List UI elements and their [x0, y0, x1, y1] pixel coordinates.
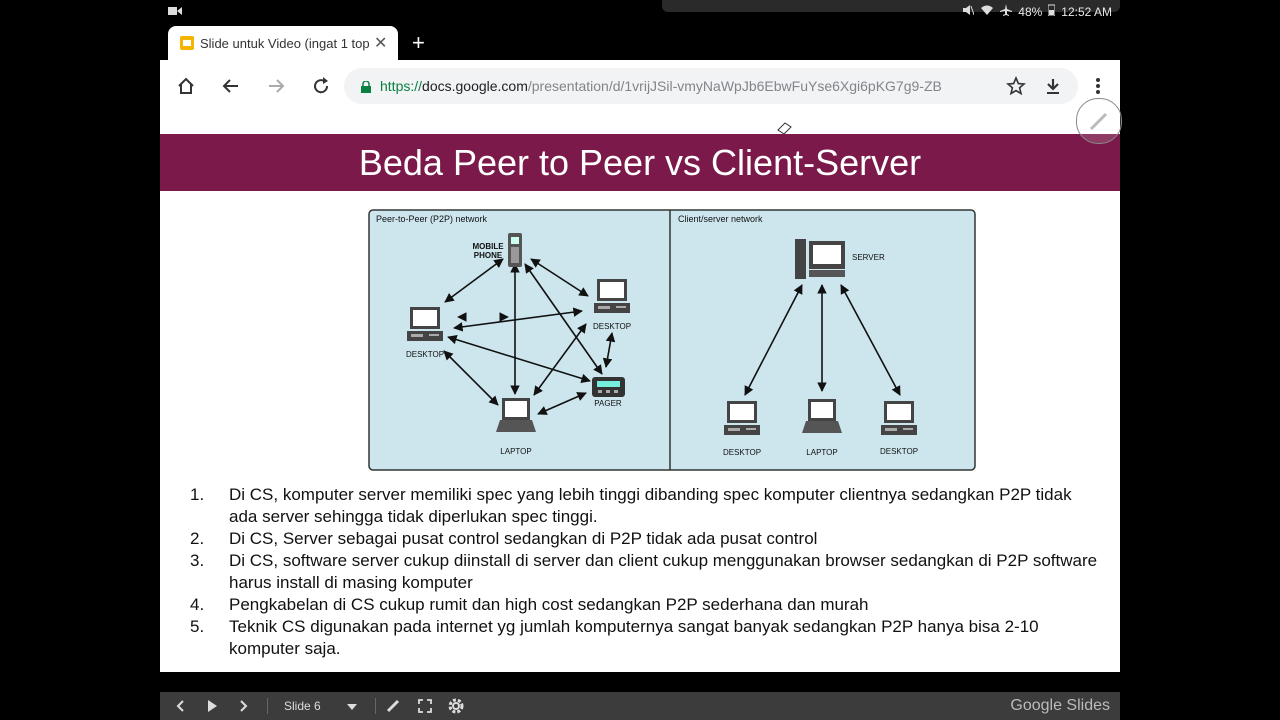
list-text: Di CS, Server sebagai pusat control seda… — [229, 529, 818, 548]
cs-desktop-right-node — [881, 401, 917, 435]
list-number: 4. — [190, 595, 205, 614]
list-number: 1. — [190, 485, 205, 504]
new-tab-button[interactable]: + — [412, 30, 425, 55]
back-icon[interactable] — [219, 74, 243, 98]
home-icon[interactable] — [174, 74, 198, 98]
url-scheme: https:// — [380, 78, 423, 94]
status-bar: 48% 12:52 AM — [0, 0, 1280, 24]
clock: 12:52 AM — [1061, 4, 1112, 19]
previous-slide-icon[interactable] — [172, 696, 188, 716]
download-icon[interactable] — [1041, 74, 1065, 98]
list-item: 5. Teknik CS digunakan pada internet yg j… — [190, 616, 1100, 660]
p2p-connections — [443, 258, 616, 415]
pager-label: PAGER — [594, 399, 622, 408]
laser-pointer-icon[interactable] — [384, 696, 402, 716]
list-item: 3. Di CS, software server cukup diinstall… — [190, 550, 1100, 594]
list-item: 2. Di CS, Server sebagai pusat control se… — [190, 528, 1100, 550]
desktop-right-label: DESKTOP — [593, 322, 631, 331]
p2p-network-label: Peer-to-Peer (P2P) network — [376, 214, 488, 224]
lock-icon — [360, 80, 372, 93]
mobile-phone-node — [508, 233, 522, 267]
google-slides-logo: Google Slides — [1010, 697, 1110, 714]
eraser-cursor-icon — [776, 121, 792, 135]
cs-desktop-right-label: DESKTOP — [880, 447, 918, 456]
comparison-list: 1. Di CS, komputer server memiliki spec y… — [190, 484, 1100, 660]
desktop-left-label: DESKTOP — [406, 350, 444, 359]
address-bar[interactable]: https:// docs.google.com /presentation/d… — [344, 68, 1078, 104]
list-number: 3. — [190, 551, 205, 570]
url-host: docs.google.com — [422, 78, 528, 94]
list-text: Pengkabelan di CS cukup rumit dan high c… — [229, 595, 869, 614]
airplane-icon — [1000, 4, 1013, 19]
divider — [375, 698, 376, 714]
network-diagram: Peer-to-Peer (P2P) network Client/server… — [368, 209, 976, 471]
cs-connections — [744, 284, 901, 396]
next-slide-icon[interactable] — [236, 696, 252, 716]
cs-laptop-label: LAPTOP — [806, 448, 837, 457]
list-item: 1. Di CS, komputer server memiliki spec y… — [190, 484, 1100, 528]
divider — [267, 698, 268, 714]
list-text: Teknik CS digunakan pada internet yg jum… — [229, 617, 1039, 658]
desktop-right-node — [594, 279, 630, 313]
server-label: SERVER — [852, 253, 885, 262]
video-camera-icon — [168, 5, 182, 19]
slides-favicon-icon — [180, 36, 194, 50]
cs-desktop-left-label: DESKTOP — [723, 448, 761, 457]
cs-desktop-left-node — [724, 401, 760, 435]
list-text: Di CS, komputer server memiliki spec yan… — [229, 485, 1072, 526]
server-node — [795, 239, 845, 279]
cs-laptop-node — [802, 399, 842, 433]
mobile-label-2: PHONE — [474, 251, 503, 260]
mute-icon — [962, 4, 975, 19]
list-item: 4. Pengkabelan di CS cukup rumit dan high… — [190, 594, 1100, 616]
list-number: 2. — [190, 529, 205, 548]
dropdown-arrow-icon — [346, 699, 357, 713]
pager-node — [592, 377, 625, 397]
more-menu-icon[interactable] — [1086, 74, 1110, 98]
fullscreen-icon[interactable] — [416, 696, 434, 716]
bookmark-star-icon[interactable] — [1004, 74, 1028, 98]
reload-icon[interactable] — [309, 74, 333, 98]
edit-pen-button[interactable] — [1076, 98, 1122, 144]
slide-selector[interactable]: Slide 6 — [284, 696, 364, 716]
tab-title: Slide untuk Video (ingat 1 top — [200, 35, 370, 51]
browser-toolbar: https:// docs.google.com /presentation/d… — [160, 60, 1120, 112]
laptop-node — [496, 398, 536, 432]
battery-percent: 48% — [1018, 4, 1043, 19]
slide-number-label: Slide 6 — [284, 699, 321, 713]
list-number: 5. — [190, 617, 205, 636]
close-tab-icon[interactable]: ✕ — [374, 35, 388, 52]
forward-icon[interactable] — [264, 74, 288, 98]
cs-network-label: Client/server network — [678, 214, 763, 224]
slide-title: Beda Peer to Peer vs Client-Server — [160, 134, 1120, 191]
desktop-left-node — [407, 307, 443, 341]
play-icon[interactable] — [204, 696, 220, 716]
settings-gear-icon[interactable] — [446, 696, 466, 716]
slide: Beda Peer to Peer vs Client-Server Peer-… — [160, 112, 1120, 672]
status-indicators: 48% 12:52 AM — [962, 4, 1112, 19]
laptop-label: LAPTOP — [500, 447, 531, 456]
browser-tab[interactable]: Slide untuk Video (ingat 1 top ✕ — [168, 26, 398, 60]
battery-icon — [1047, 4, 1056, 19]
wifi-icon — [980, 4, 994, 19]
list-text: Di CS, software server cukup diinstall d… — [229, 551, 1098, 592]
mobile-label-1: MOBILE — [472, 242, 504, 251]
slides-player-bar: Slide 6 Google Slides — [160, 692, 1120, 720]
url-path: /presentation/d/1vrijJSil-vmyNaWpJb6EbwF… — [527, 78, 942, 94]
